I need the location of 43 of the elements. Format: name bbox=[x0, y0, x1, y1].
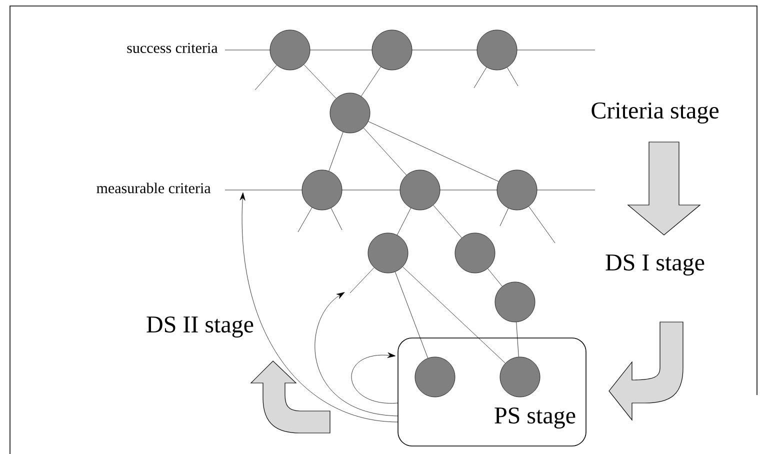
criterion-circle bbox=[454, 232, 496, 274]
connector-line bbox=[368, 121, 499, 182]
curved-arrow bbox=[351, 352, 398, 404]
branch-line bbox=[528, 206, 556, 244]
branch-line bbox=[254, 65, 277, 90]
criterion-circle bbox=[500, 356, 540, 398]
branch-line bbox=[298, 207, 312, 232]
criterion-circle bbox=[330, 92, 370, 134]
criterion-circle bbox=[494, 282, 536, 322]
branch-line bbox=[330, 208, 342, 230]
criterion-circle bbox=[302, 170, 342, 210]
criterion-circle bbox=[496, 170, 538, 210]
connector-line bbox=[363, 128, 407, 176]
stage-label: Criteria stage bbox=[592, 102, 718, 124]
criterion-circle bbox=[400, 170, 440, 210]
criterion-circle bbox=[368, 232, 408, 274]
connector-line bbox=[488, 268, 502, 287]
connector-line bbox=[402, 266, 506, 364]
branch-line bbox=[350, 267, 374, 294]
branch-line bbox=[506, 67, 518, 86]
level-label: measurable criteria bbox=[96, 182, 211, 194]
block-arrow bbox=[608, 322, 684, 420]
block-arrow bbox=[627, 142, 701, 236]
branch-line bbox=[474, 67, 487, 88]
curved-arrow bbox=[314, 292, 398, 416]
curved-arrow bbox=[240, 192, 398, 422]
stage-box: PS stage bbox=[398, 338, 586, 446]
criterion-circle bbox=[476, 30, 518, 70]
connector-line bbox=[396, 208, 412, 236]
block-arrow bbox=[250, 360, 330, 434]
connector-line bbox=[516, 322, 519, 358]
stage-label: DS I stage bbox=[606, 254, 704, 276]
connector-line bbox=[433, 205, 462, 238]
criterion-circle bbox=[414, 356, 456, 398]
criterion-circle bbox=[372, 30, 412, 70]
connector-line bbox=[394, 272, 428, 358]
criterion-circle bbox=[270, 30, 310, 70]
connector-line bbox=[361, 66, 381, 96]
branch-line bbox=[500, 208, 509, 226]
connector-line bbox=[304, 64, 336, 99]
connector-line bbox=[328, 132, 344, 172]
stage-label: DS II stage bbox=[146, 316, 254, 338]
level-label: success criteria bbox=[127, 42, 218, 54]
